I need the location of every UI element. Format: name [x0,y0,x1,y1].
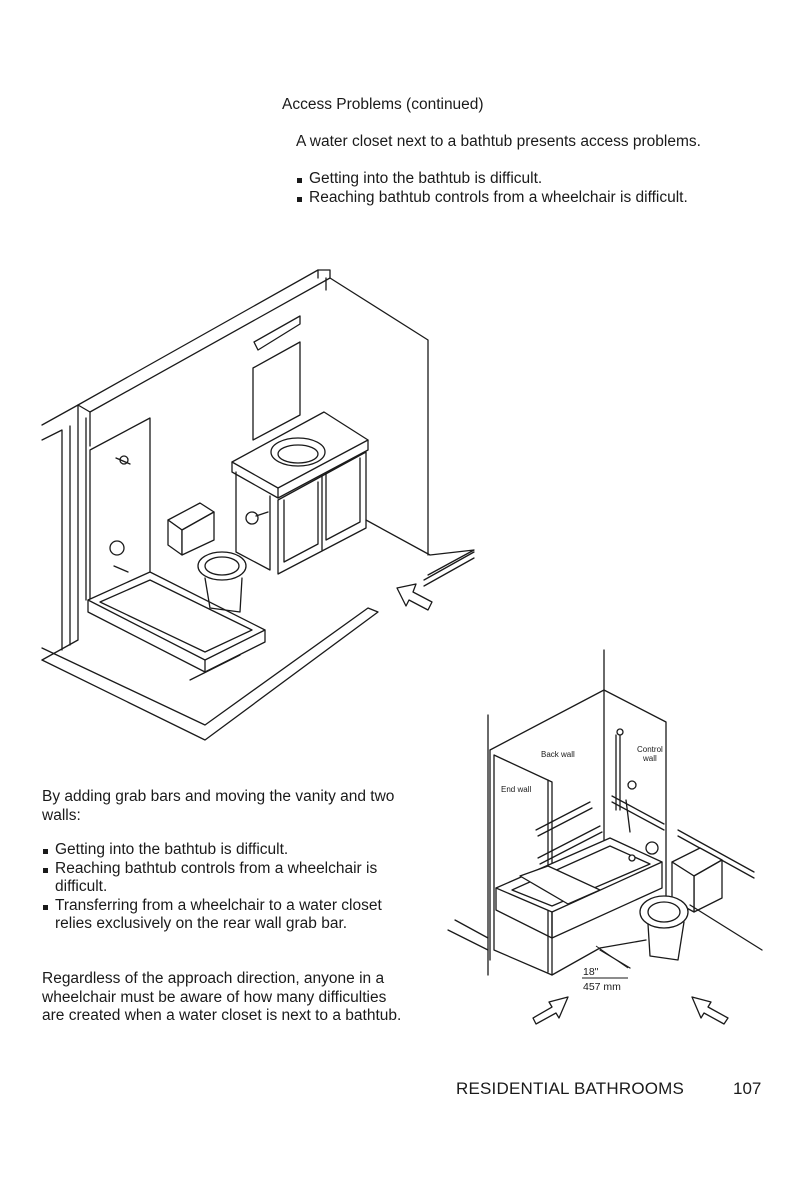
approach-arrow-icon [396,583,433,611]
back-wall [77,269,429,556]
solution-intro: By adding grab bars and moving the vanit… [42,788,395,824]
water-closet [639,847,723,961]
approach-arrow-right-icon [691,996,729,1025]
dimension-mm: 457 mm [583,981,621,993]
bathtub [87,571,266,681]
vanity [231,411,369,575]
approach-arrow-left-icon [532,996,569,1025]
end-wall-label: End wall [501,785,531,794]
page-number: 107 [733,1079,762,1098]
footer-title: RESIDENTIAL BATHROOMS [456,1079,685,1098]
left-wall [41,404,87,661]
solution-item: Reaching bathtub controls from a wheelch… [42,860,402,897]
mirror [252,315,301,441]
floor [551,904,763,979]
bathtub [495,837,663,939]
solution-item: Transferring from a wheelchair to a wate… [42,897,402,934]
solution-item: Getting into the bathtub is difficult. [42,841,402,860]
problem-list: Getting into the bathtub is difficult. R… [296,170,688,207]
dimension-inches: 18" [583,966,599,978]
problem-item: Reaching bathtub controls from a wheelch… [296,189,688,208]
solution-list: Getting into the bathtub is difficult. R… [42,841,402,934]
intro-text: A water closet next to a bathtub present… [296,133,701,150]
walls [447,649,667,976]
problem-item: Getting into the bathtub is difficult. [296,170,688,189]
floor [41,519,475,741]
section-heading: Access Problems (continued) [282,96,484,113]
control-wall-label-2: wall [642,754,657,763]
back-wall-label: Back wall [541,750,575,759]
grab-bars [535,728,755,879]
conclusion-text: Regardless of the approach direction, an… [42,970,402,1024]
control-wall-label-1: Control [637,745,663,754]
water-closet [167,502,247,613]
